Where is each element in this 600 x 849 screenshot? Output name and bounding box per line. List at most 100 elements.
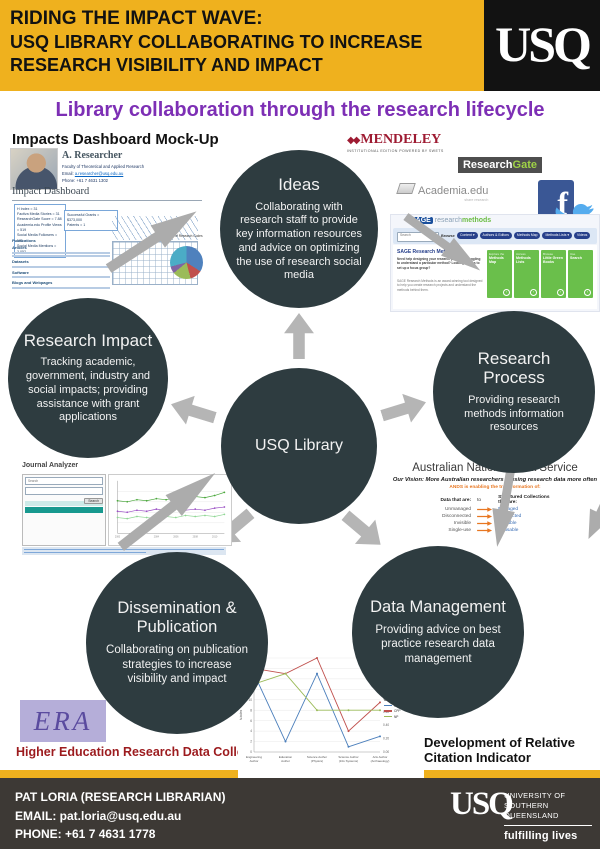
legend-swatch [384, 710, 392, 712]
svg-text:2: 2 [250, 740, 252, 744]
tile-label: Methods Lists [516, 256, 531, 265]
cycle-arrow-right [377, 386, 431, 432]
cycle-node-usq-library: USQ Library [221, 368, 377, 524]
legend-label: NP [394, 714, 399, 719]
sage-button-authors[interactable]: Authors & Editors [479, 231, 512, 239]
email-label: Email: [62, 171, 74, 176]
sage-button-videos[interactable]: Videos [574, 231, 591, 239]
divider [504, 825, 592, 827]
journal-selected-row[interactable] [25, 506, 103, 513]
ands-vision: Our Vision: More Australian researchers … [392, 477, 598, 483]
sage-paragraph: Need help designing your research projec… [397, 257, 481, 270]
svg-text:0.40: 0.40 [383, 723, 389, 727]
tile-pre: Use [570, 252, 576, 256]
researchgate-word1: Research [462, 159, 513, 171]
cycle-node-dissemination: Dissemination & Publication Collaboratin… [86, 552, 268, 734]
list-item [12, 251, 110, 254]
ands-from: Invisible [453, 521, 472, 526]
svg-text:(Archaeology): (Archaeology) [371, 759, 390, 763]
ands-enabling: ANDS is enabling the transformation of: [449, 485, 541, 490]
node-body: Tracking academic, government, industry … [25, 356, 151, 424]
sage-paragraph: SAGE Research Methods is an award-winnin… [397, 279, 483, 292]
title-line-1: RIDING THE IMPACT WAVE: [10, 8, 263, 29]
node-title: Research Impact [23, 330, 153, 350]
sage-button-methods-lists[interactable]: Methods Lists ▾ [542, 231, 573, 239]
cycle-node-data-management: Data Management Providing advice on best… [352, 546, 524, 718]
sage-button-methods-map[interactable]: Methods Map [513, 231, 541, 239]
ands-col-mid: to [477, 497, 482, 503]
title-line-2: USQ LIBRARY COLLABORATING TO INCREASE [10, 32, 423, 52]
grants-box: Successful Grants = $373,000 Patents = 1 [64, 210, 118, 232]
academia-logo: Academia.edu share research [396, 183, 488, 202]
tile-arrow-icon: › [557, 289, 564, 296]
svg-text:2010: 2010 [212, 537, 218, 539]
journal-analyzer-title: Journal Analyzer [22, 462, 79, 469]
legend-swatch [384, 704, 392, 707]
svg-text:Education: Education [279, 755, 293, 759]
sage-badge: SAGE [409, 217, 433, 224]
cycle-node-research-process: Research Process Providing research meth… [433, 311, 595, 473]
sage-button-content[interactable]: Content ▾ [457, 231, 478, 239]
mendeley-icon: ◆◆ [347, 135, 360, 146]
university-name-block: UNIVERSITY OF SOUTHERN QUEENSLAND fulfil… [504, 791, 600, 844]
citation-indicator-title: Development of Relative Citation Indicat… [424, 735, 575, 765]
svg-text:2004: 2004 [154, 537, 160, 539]
journal-results-header [25, 501, 103, 506]
era-logo: ERA [20, 700, 106, 742]
node-title: Dissemination & Publication [117, 599, 237, 637]
orange-arrow-icon [477, 507, 493, 512]
title-line-3: RESEARCH VISIBILITY AND IMPACT [10, 55, 323, 75]
svg-text:0.20: 0.20 [383, 737, 389, 741]
sage-tile-search[interactable]: Use Search › [568, 250, 593, 298]
impact-dashboard-heading: Impact Dashboard [12, 186, 202, 201]
tile-label: Methods Map [489, 256, 504, 265]
university-line1: UNIVERSITY OF [504, 791, 566, 800]
tile-pre: Explore the [489, 252, 505, 256]
researcher-phone: Phone: +61 7 4631 1302 [62, 178, 108, 183]
ands-from: Single-use [448, 528, 472, 533]
list-item [12, 255, 110, 257]
cycle-arrow-left [166, 388, 220, 434]
svg-text:6: 6 [250, 719, 252, 723]
journal-search-button[interactable]: Search [84, 498, 103, 504]
poster-title: RIDING THE IMPACT WAVE: USQ LIBRARY COLL… [10, 7, 422, 77]
book-icon [396, 183, 416, 194]
researchgate-word2: Gate [512, 159, 537, 171]
journal-analyzer-screenshot: Journal Analyzer Search Search 200020022… [18, 462, 232, 558]
cycle-arrow-up [282, 313, 316, 359]
mendeley-subtitle: INSTITUTIONAL EDITION POWERED BY SWETS [347, 149, 444, 153]
orange-arrow-icon [477, 521, 493, 526]
tile-arrow-icon: › [530, 289, 537, 296]
cycle-node-research-impact: Research Impact Tracking academic, gover… [8, 298, 168, 458]
orange-arrow-icon [477, 528, 493, 533]
contact-block: PAT LORIA (RESEARCH LIBRARIAN) EMAIL: pa… [15, 788, 225, 844]
contact-email: EMAIL: pat.loria@usq.edu.au [15, 808, 182, 823]
researcher-faculty: Faculty of Theoretical and Applied Resea… [62, 164, 145, 169]
legend-label: CPP [394, 709, 401, 713]
footnote-line [24, 551, 147, 553]
researcher-photo [10, 148, 58, 190]
list-section-label: Datasets [12, 259, 29, 264]
journal-search-input[interactable]: Search [25, 477, 103, 485]
node-body: Collaborating with research staff to pro… [236, 200, 362, 282]
svg-text:Arts Author: Arts Author [373, 755, 388, 759]
metric: Social Media Followers = 191 [17, 233, 58, 243]
sage-tile-green-books[interactable]: Browse Little Green Books › [541, 250, 566, 298]
sage-logo-research: research [434, 217, 463, 224]
orange-arrow-icon [477, 514, 493, 519]
sage-logo-methods: methods [462, 217, 492, 224]
svg-text:8: 8 [250, 708, 252, 712]
tile-label: Little Green Books [543, 256, 563, 265]
sage-tile-methods-map[interactable]: Explore the Methods Map › [487, 250, 512, 298]
svg-text:0: 0 [250, 750, 252, 754]
svg-text:2006: 2006 [173, 537, 179, 539]
list-section-label: Publications [12, 238, 36, 243]
sage-tile-methods-lists[interactable]: Access Methods Lists › [514, 250, 539, 298]
node-title: Research Process [477, 348, 551, 388]
metric: ResearchGate Score = 7.88 [17, 217, 62, 222]
email-link[interactable]: a.researcher@usq.edu.au [74, 171, 124, 176]
journal-filter-input[interactable] [25, 487, 103, 495]
node-title: Data Management [370, 597, 506, 616]
ands-col-left: Data that are: [440, 497, 472, 503]
